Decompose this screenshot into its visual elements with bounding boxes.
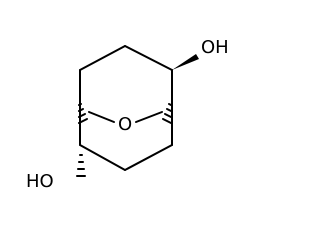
hydroxyl-bottom-label: HO (26, 171, 54, 192)
bond-ring-lower-right (124, 144, 173, 171)
hashed-wedge-bond-lower-left-oh (76, 154, 86, 177)
bond-ring-upper-left-top (79, 45, 126, 71)
hashed-wedge-bond-right (162, 103, 172, 124)
hashed-wedge-bond-left (78, 103, 88, 124)
hydroxyl-top-label: OH (201, 37, 229, 58)
bond-ring-top (124, 45, 173, 71)
bond-bridge-oxygen-left (88, 111, 115, 123)
bond-ring-bottom (79, 144, 126, 171)
bridge-oxygen-label: O (118, 114, 132, 135)
bond-bridge-oxygen-right (135, 111, 163, 123)
molecule-structure-diagram: O OH HO (26, 37, 229, 192)
solid-wedge-bond-upper-oh (172, 54, 199, 70)
